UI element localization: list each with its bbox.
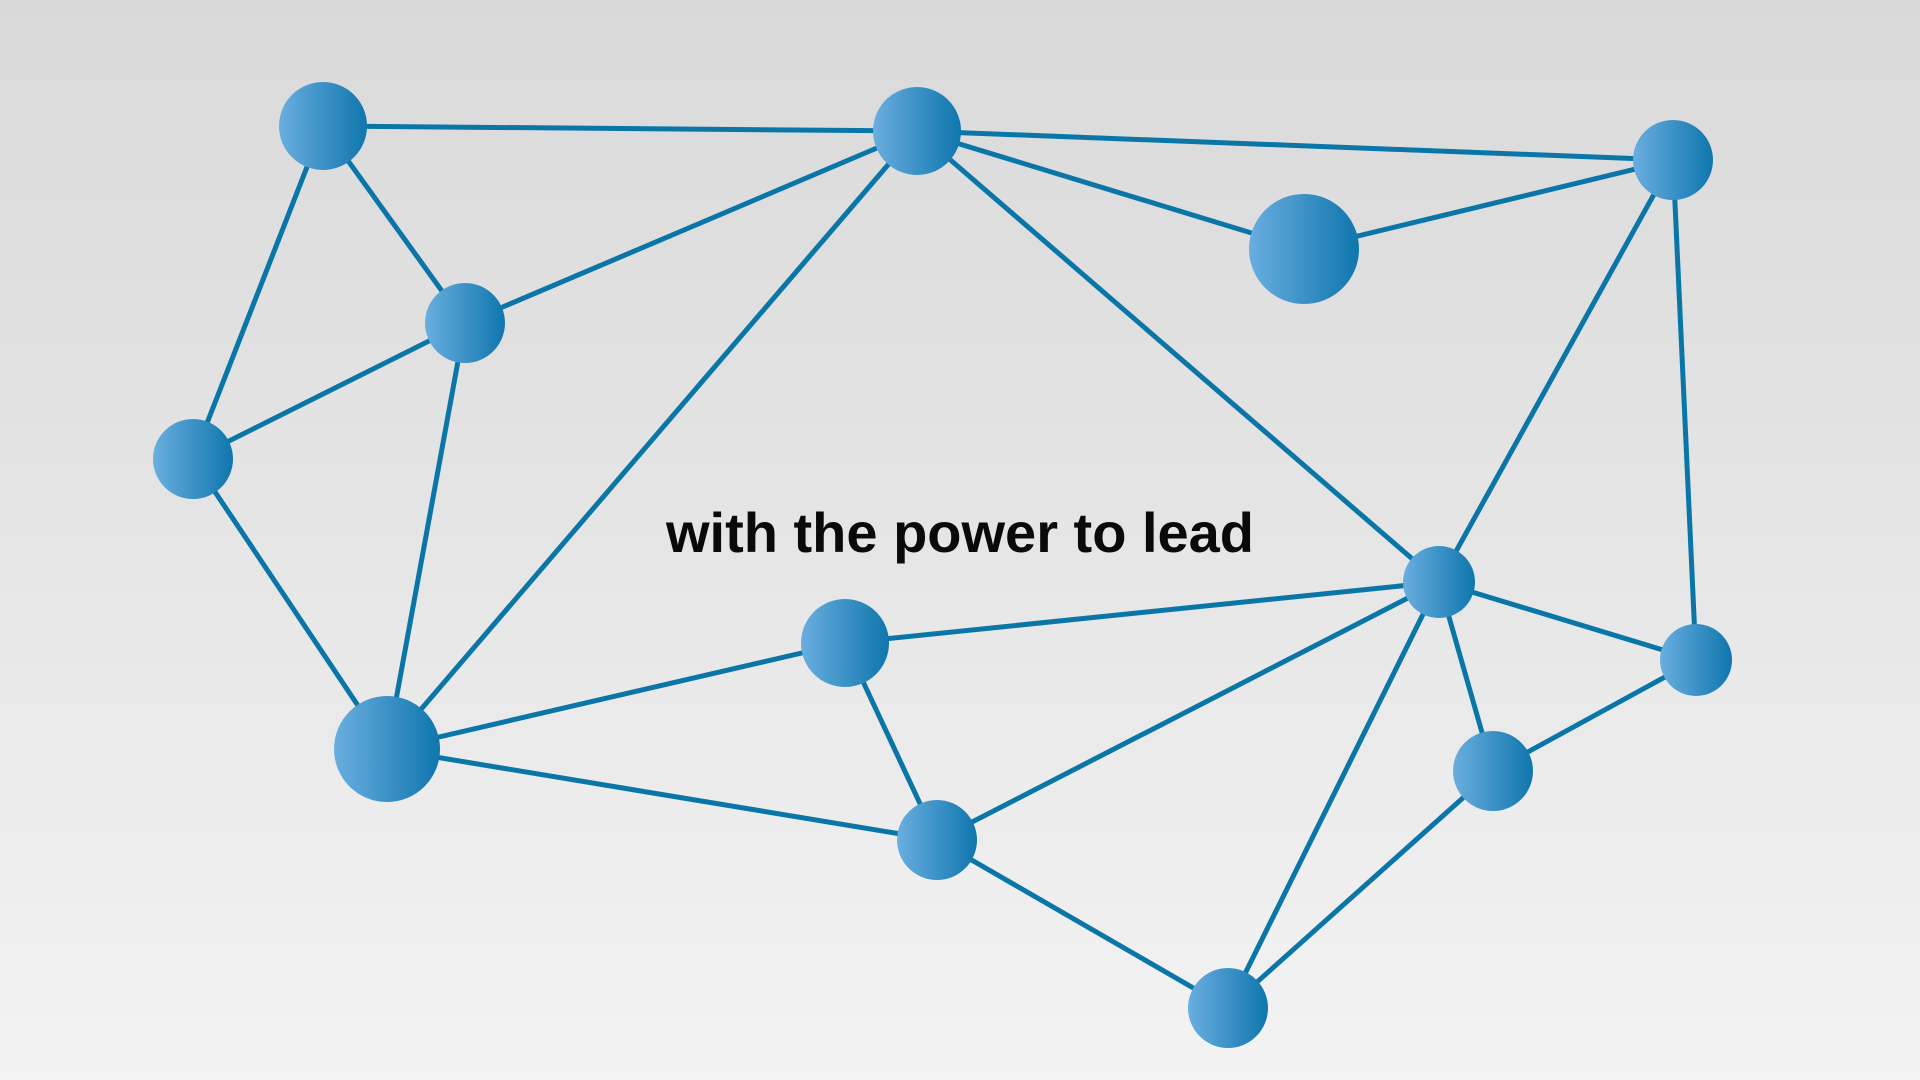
network-node: [1633, 120, 1713, 200]
edge-line: [1438, 579, 1697, 663]
network-node: [334, 696, 440, 802]
edge-line: [916, 128, 1674, 163]
network-edges: [190, 123, 1699, 1011]
edge-line: [1303, 157, 1674, 252]
network-node: [1249, 194, 1359, 304]
edge-line: [1436, 158, 1676, 584]
network-nodes: [153, 82, 1732, 1048]
edge-line: [190, 457, 390, 751]
edge-line: [916, 128, 1305, 252]
network-node: [897, 800, 977, 880]
edge-line: [386, 746, 938, 843]
edge-line: [935, 837, 1230, 1011]
network-node: [153, 419, 233, 499]
caption-text: with the power to lead: [665, 501, 1255, 564]
edge-line: [384, 322, 468, 750]
edge-line: [386, 640, 846, 752]
network-node: [1453, 731, 1533, 811]
edge-line: [464, 128, 918, 326]
network-node: [1660, 624, 1732, 696]
edge-line: [1226, 769, 1495, 1010]
network-node: [425, 283, 505, 363]
edge-line: [844, 579, 1440, 646]
edge-line: [322, 123, 918, 134]
edge-line: [385, 129, 919, 751]
network-node: [873, 87, 961, 175]
edge-line: [1670, 159, 1699, 661]
network-node: [1403, 546, 1475, 618]
network-node: [279, 82, 367, 170]
edge-line: [915, 129, 1441, 584]
edge-line: [935, 579, 1441, 843]
network-node: [1188, 968, 1268, 1048]
edge-line: [190, 125, 326, 460]
network-node: [801, 599, 889, 687]
edge-line: [1225, 580, 1442, 1010]
edge-line: [191, 320, 467, 462]
